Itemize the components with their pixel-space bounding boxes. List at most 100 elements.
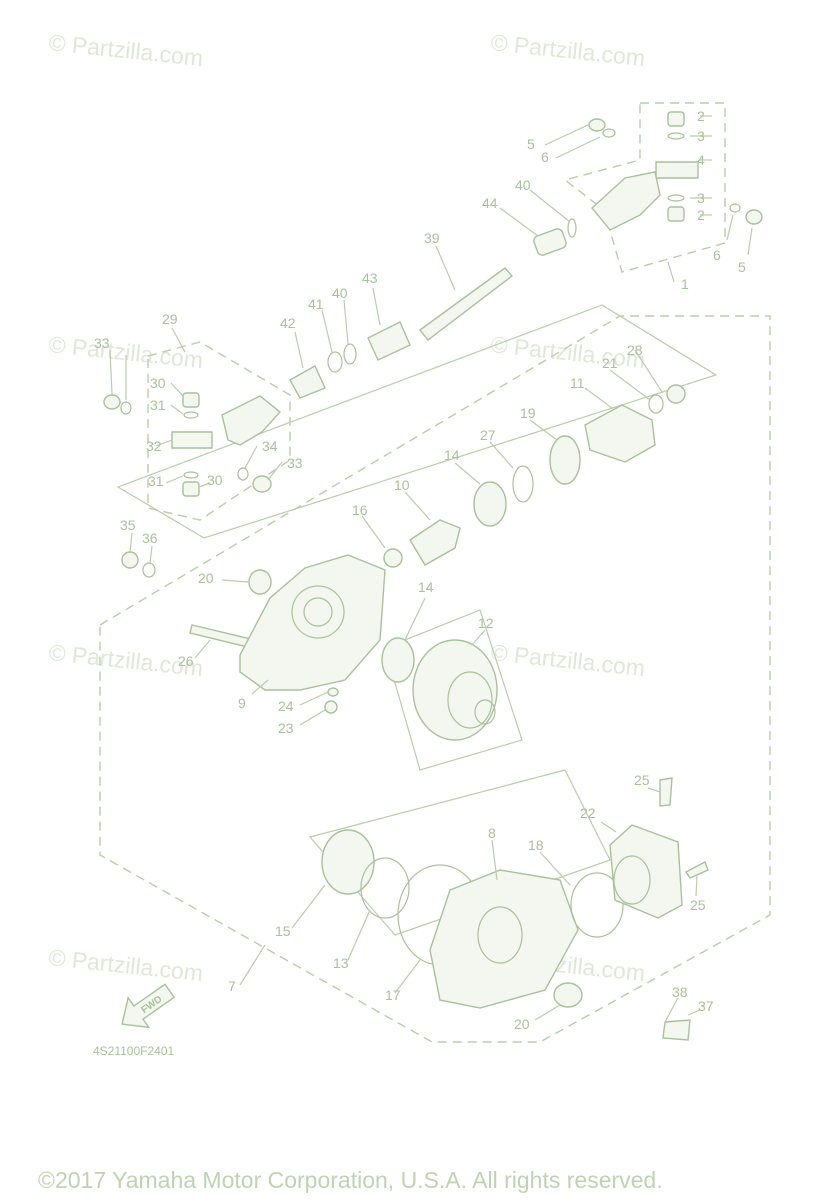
watermark-text: © Partzilla.com [47, 944, 204, 986]
part-label-18: 18 [528, 837, 544, 853]
nut-35 [121, 551, 139, 569]
seal-15 [321, 829, 375, 895]
part-label-14: 14 [444, 447, 460, 463]
washer-41 [327, 351, 343, 373]
ring-gear-boss [474, 699, 496, 725]
group-outline-7 [99, 315, 771, 1043]
spider [655, 161, 699, 179]
boot-43 [367, 321, 411, 361]
bearing-cup [588, 118, 606, 132]
part-label-3: 3 [697, 128, 705, 144]
part-label-21: 21 [602, 355, 618, 371]
part-label-10: 10 [394, 477, 410, 493]
cover-boss [613, 855, 651, 905]
circlip [237, 467, 249, 481]
group-outline-1 [563, 102, 726, 273]
part-label-12: 12 [478, 615, 494, 631]
part-label-26: 26 [178, 653, 194, 669]
diagram-code: 4S21100F2401 [93, 1044, 175, 1058]
part-label-2: 2 [697, 108, 705, 124]
watermark-text: © Partzilla.com [489, 29, 646, 71]
part-label-28: 28 [627, 342, 643, 358]
part-label-41: 41 [308, 296, 324, 312]
watermark-text: © Partzilla.com [47, 29, 204, 71]
yoke [221, 395, 282, 446]
part-label-42: 42 [280, 315, 296, 331]
circlip [667, 194, 685, 202]
part-label-20: 20 [514, 1016, 530, 1032]
bearing-14 [473, 481, 507, 527]
part-label-20: 20 [198, 570, 214, 586]
part-label-7: 7 [228, 978, 236, 994]
bearing-16 [383, 548, 403, 568]
assembly-outlines [99, 102, 771, 1043]
shim-13 [360, 857, 410, 919]
part-label-44: 44 [482, 195, 498, 211]
part-label-9: 9 [238, 695, 246, 711]
bolt-25 [659, 777, 673, 807]
housing-bore [291, 585, 345, 639]
circlip [183, 411, 199, 419]
part-label-16: 16 [352, 502, 368, 518]
part-label-22: 22 [580, 805, 596, 821]
pinion-10 [409, 519, 461, 566]
circlip-27 [512, 465, 534, 503]
part-label-37: 37 [698, 998, 714, 1014]
seal-19 [549, 435, 581, 485]
part-label-36: 36 [142, 530, 158, 546]
spider [171, 431, 213, 449]
part-label-25: 25 [690, 897, 706, 913]
bearing-cup [252, 475, 272, 493]
part-label-25: 25 [634, 772, 650, 788]
part-label-30: 30 [207, 472, 223, 488]
part-label-4: 4 [697, 152, 705, 168]
part-label-32: 32 [146, 438, 162, 454]
yoke-11 [584, 404, 656, 463]
fwd-arrow-icon [121, 983, 176, 1029]
copyright-notice: ©2017 Yamaha Motor Corporation, U.S.A. A… [38, 1167, 663, 1193]
bearing-cup [103, 394, 121, 410]
part-label-43: 43 [362, 270, 378, 286]
ring-gear-hub [447, 671, 493, 729]
o-ring-40 [343, 343, 357, 365]
universal-joint-rear [103, 392, 282, 497]
shaft-39 [418, 267, 514, 341]
gears-bearings [121, 384, 686, 649]
part-label-35: 35 [120, 517, 136, 533]
part-label-34: 34 [262, 438, 278, 454]
part-label-38: 38 [672, 984, 688, 1000]
part-label-31: 31 [148, 473, 164, 489]
housing-bore-inner [303, 597, 333, 627]
part-label-33: 33 [287, 455, 303, 471]
ring-gear [381, 637, 498, 741]
fwd-arrow: FWD [121, 983, 176, 1029]
cover-22 [609, 824, 683, 919]
housing-9 [239, 554, 386, 714]
circlip [729, 203, 741, 213]
part-label-6: 6 [713, 247, 721, 263]
o-ring-18 [570, 872, 624, 938]
bearing-14b [381, 637, 415, 683]
part-label-40: 40 [332, 285, 348, 301]
washer-24 [327, 687, 339, 697]
part-label-3: 3 [697, 190, 705, 206]
circlip [602, 128, 616, 138]
part-label-39: 39 [424, 230, 440, 246]
part-label-33: 33 [94, 335, 110, 351]
pin-37 [662, 1019, 691, 1041]
housing-8 [429, 869, 579, 1009]
part-label-15: 15 [275, 923, 291, 939]
part-label-13: 13 [333, 955, 349, 971]
inner-outline [116, 304, 718, 539]
part-label-23: 23 [278, 720, 294, 736]
part-label-19: 19 [520, 405, 536, 421]
leader-lines [109, 115, 753, 1023]
circlip [120, 401, 132, 415]
ring-gear-12 [412, 639, 498, 741]
bearing-cup [667, 111, 685, 127]
bearing-cup [182, 481, 200, 497]
part-label-11: 11 [570, 375, 585, 391]
nut-28 [666, 384, 686, 404]
washer-21 [648, 394, 664, 414]
